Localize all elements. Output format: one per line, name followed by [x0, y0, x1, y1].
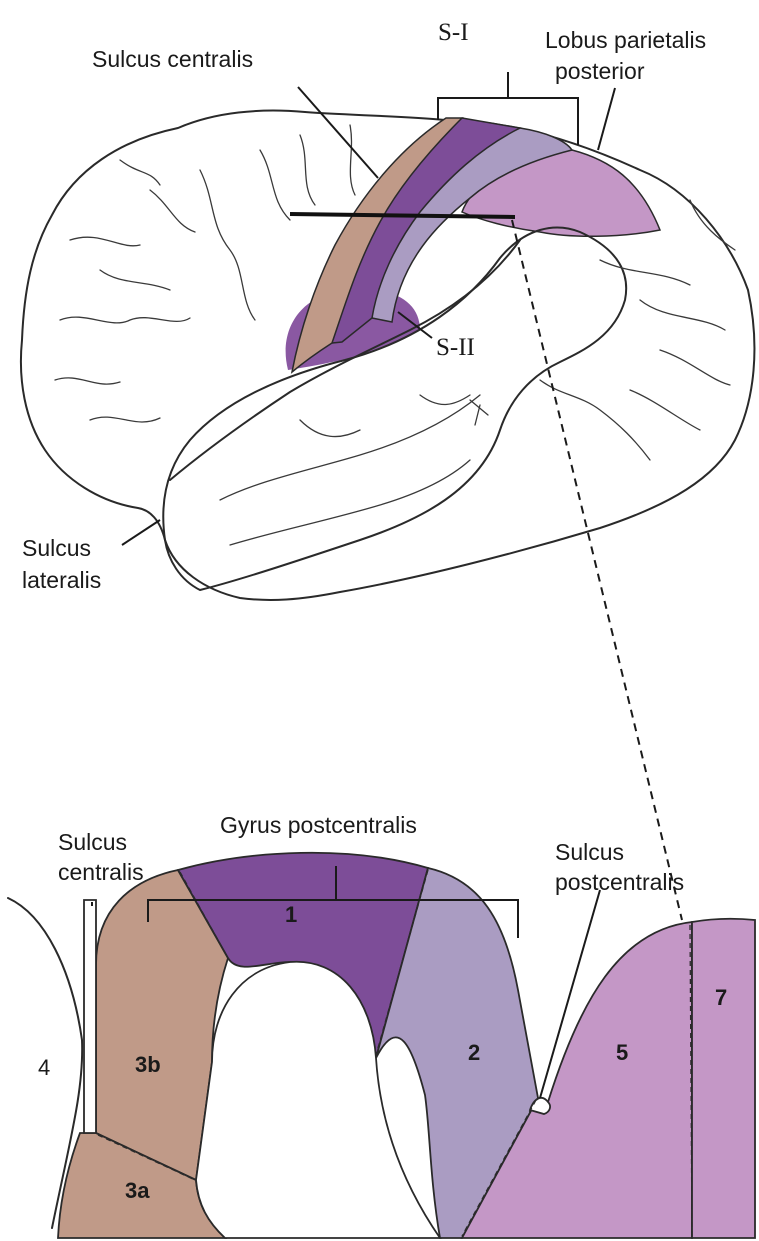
area-2-label: 2	[468, 1040, 480, 1065]
area-7-label: 7	[715, 985, 727, 1010]
sulcus-centralis-label-1: Sulcus	[58, 829, 127, 855]
projection-dashed-line	[512, 220, 682, 920]
sulcus-line	[200, 170, 255, 320]
area-5-label: 5	[616, 1040, 628, 1065]
sulcus-postcentralis-label-1: Sulcus	[555, 839, 624, 865]
sulcus-lateralis-label-1: Sulcus	[22, 535, 91, 561]
lateralis-leader	[122, 520, 160, 545]
lobus-parietalis-label-1: Lobus parietalis	[545, 27, 706, 53]
sulcus-line	[260, 135, 315, 220]
sulcus-centralis-label: Sulcus centralis	[92, 46, 253, 72]
cross-section: Gyrus postcentralis Sulcus centralis Sul…	[8, 812, 755, 1238]
sulcus-postcentralis-label-2: postcentralis	[555, 869, 684, 895]
sulcus-lateralis-label-2: lateralis	[22, 567, 101, 593]
brain-lateral-view: Sulcus centralis S-I Lobus parietalis po…	[21, 19, 755, 920]
area-3a-label: 3a	[125, 1178, 150, 1203]
sulcus-line	[70, 237, 170, 290]
lobus-parietalis-label-2: posterior	[555, 58, 645, 84]
sulcus-line	[220, 395, 480, 500]
sulcus-centralis-label-2: centralis	[58, 859, 144, 885]
area-1-label: 1	[285, 902, 297, 927]
gyrus-postcentralis-label: Gyrus postcentralis	[220, 812, 417, 838]
sulcus-line	[230, 460, 470, 545]
s2-label: S-II	[436, 334, 475, 361]
sulcus-line	[60, 317, 190, 323]
central-sulcus-gap	[84, 900, 96, 1133]
sulcus-line	[470, 400, 488, 425]
sulcus-line	[350, 125, 355, 195]
s1-label: S-I	[438, 19, 469, 46]
area-3b-label: 3b	[135, 1052, 161, 1077]
sulcus-line	[600, 260, 725, 330]
sulcus-line	[55, 378, 160, 422]
lobus-leader	[598, 88, 615, 150]
area7-region	[692, 919, 755, 1238]
sulcus-line	[300, 395, 470, 437]
area-4-label: 4	[38, 1055, 50, 1080]
sulcus-centralis-leader	[298, 87, 378, 178]
sulcus-line	[120, 160, 195, 232]
sulcus-line	[630, 350, 730, 430]
